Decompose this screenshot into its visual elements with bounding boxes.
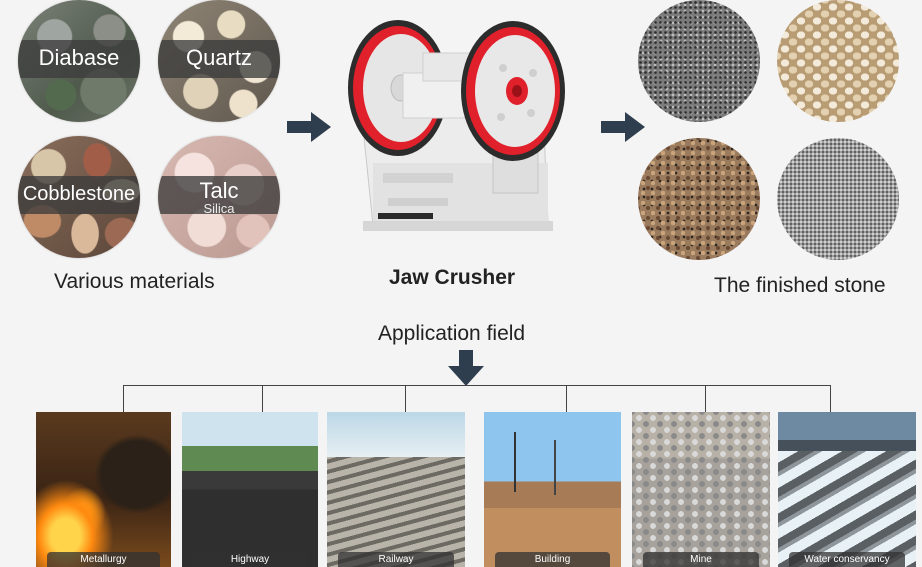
- application-label: Building: [494, 552, 611, 567]
- materials-caption: Various materials: [54, 270, 215, 293]
- finished-stone-gravel-dark: [638, 0, 760, 122]
- application-label: Water conservancy: [789, 552, 905, 567]
- material-talc: Talc Silica: [158, 136, 280, 258]
- jaw-crusher-image: [348, 20, 565, 231]
- application-title: Application field: [378, 322, 526, 345]
- arrow-right-icon: [287, 112, 331, 142]
- material-quartz: Quartz: [158, 0, 280, 122]
- arrow-down-icon: [448, 350, 484, 386]
- arrow-right-icon: [601, 112, 645, 142]
- application-label: Metallurgy: [46, 552, 161, 567]
- material-label: Quartz: [185, 45, 253, 70]
- application-mine: Mine: [632, 412, 770, 567]
- material-cobblestone: Cobblestone: [18, 136, 140, 258]
- material-label: Diabase: [38, 45, 120, 70]
- application-label: Highway: [192, 552, 308, 567]
- finished-stone-fine-gravel: [777, 138, 899, 260]
- material-sublabel: Silica: [203, 201, 235, 216]
- application-railway: Railway: [327, 412, 465, 567]
- application-water-conservancy: Water conservancy: [778, 412, 916, 567]
- finished-caption: The finished stone: [714, 274, 886, 297]
- material-label: Talc: [199, 178, 239, 203]
- application-label: Mine: [643, 552, 759, 567]
- material-label: Cobblestone: [22, 183, 136, 205]
- application-highway: Highway: [182, 412, 318, 567]
- application-label: Railway: [338, 552, 454, 567]
- material-diabase: Diabase: [18, 0, 140, 122]
- machine-caption: Jaw Crusher: [389, 266, 516, 289]
- finished-stone-white-gravel: [777, 0, 899, 122]
- finished-stone-pebble: [638, 138, 760, 260]
- application-building: Building: [484, 412, 621, 567]
- application-metallurgy: Metallurgy: [36, 412, 171, 567]
